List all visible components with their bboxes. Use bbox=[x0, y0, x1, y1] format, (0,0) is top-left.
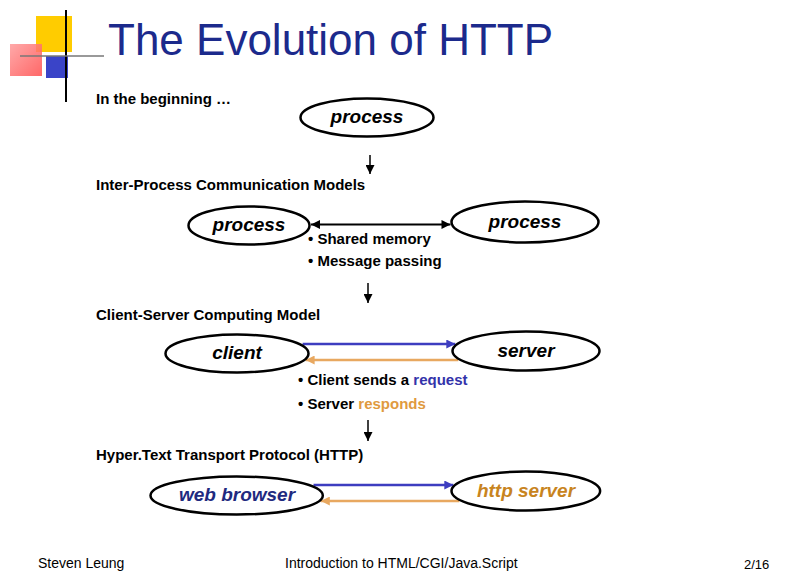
node-label: server bbox=[497, 340, 554, 362]
blue-square bbox=[46, 56, 68, 78]
connector-arrow bbox=[311, 224, 451, 226]
ellipse-node: process bbox=[187, 205, 311, 246]
ellipse-node: process bbox=[450, 200, 600, 244]
connector-arrow bbox=[321, 500, 460, 503]
red-square bbox=[10, 44, 42, 76]
label-text: • Message passing bbox=[308, 252, 442, 269]
footer-course: Introduction to HTML/CGI/Java.Script bbox=[285, 555, 518, 571]
stage-heading: Inter-Process Communication Models bbox=[96, 176, 365, 193]
bullet-text: • Message passing bbox=[308, 252, 442, 269]
node-label: http server bbox=[477, 480, 575, 502]
connector-arrow bbox=[314, 484, 454, 487]
node-label: process bbox=[489, 211, 562, 233]
flow-arrow bbox=[369, 155, 371, 174]
node-label: client bbox=[212, 342, 262, 364]
footer-author: Steven Leung bbox=[38, 555, 124, 571]
label-text: Hyper.Text Transport Protocol (HTTP) bbox=[96, 446, 363, 463]
bullet-text: • Client sends arequest bbox=[298, 371, 468, 388]
bullet-text: • Shared memory bbox=[308, 230, 431, 247]
label-text: Introduction to HTML/CGI/Java.Script bbox=[285, 555, 518, 571]
flow-arrow bbox=[367, 420, 369, 441]
highlight-word: responds bbox=[358, 395, 426, 412]
label-text: Steven Leung bbox=[38, 555, 124, 571]
connector-arrow bbox=[303, 343, 456, 346]
highlight-word: request bbox=[413, 371, 467, 388]
node-label: process bbox=[331, 106, 404, 128]
flow-arrow bbox=[367, 283, 369, 303]
bullet-text: • Serverresponds bbox=[298, 395, 426, 412]
ellipse-node: client bbox=[164, 333, 310, 374]
stage-heading: Hyper.Text Transport Protocol (HTTP) bbox=[96, 446, 363, 463]
label-text: • Shared memory bbox=[308, 230, 431, 247]
ellipse-node: web browser bbox=[149, 475, 324, 516]
label-text: In the beginning … bbox=[96, 90, 231, 107]
slide-title: The Evolution of HTTP bbox=[108, 16, 553, 64]
horizontal-rule bbox=[20, 55, 104, 57]
stage-heading: Client-Server Computing Model bbox=[96, 306, 320, 323]
ellipse-node: http server bbox=[450, 470, 602, 512]
node-label: process bbox=[213, 214, 286, 236]
stage-label: In the beginning … bbox=[96, 90, 231, 107]
ellipse-node: process bbox=[299, 97, 435, 138]
connector-arrow bbox=[306, 359, 459, 362]
label-text: Client-Server Computing Model bbox=[96, 306, 320, 323]
label-text: Inter-Process Communication Models bbox=[96, 176, 365, 193]
ellipse-node: server bbox=[451, 330, 601, 372]
page-number: 2/16 bbox=[744, 557, 769, 572]
node-label: web browser bbox=[179, 484, 295, 506]
label-text: • Server bbox=[298, 395, 354, 412]
label-text: 2/16 bbox=[744, 557, 769, 572]
label-text: • Client sends a bbox=[298, 371, 409, 388]
